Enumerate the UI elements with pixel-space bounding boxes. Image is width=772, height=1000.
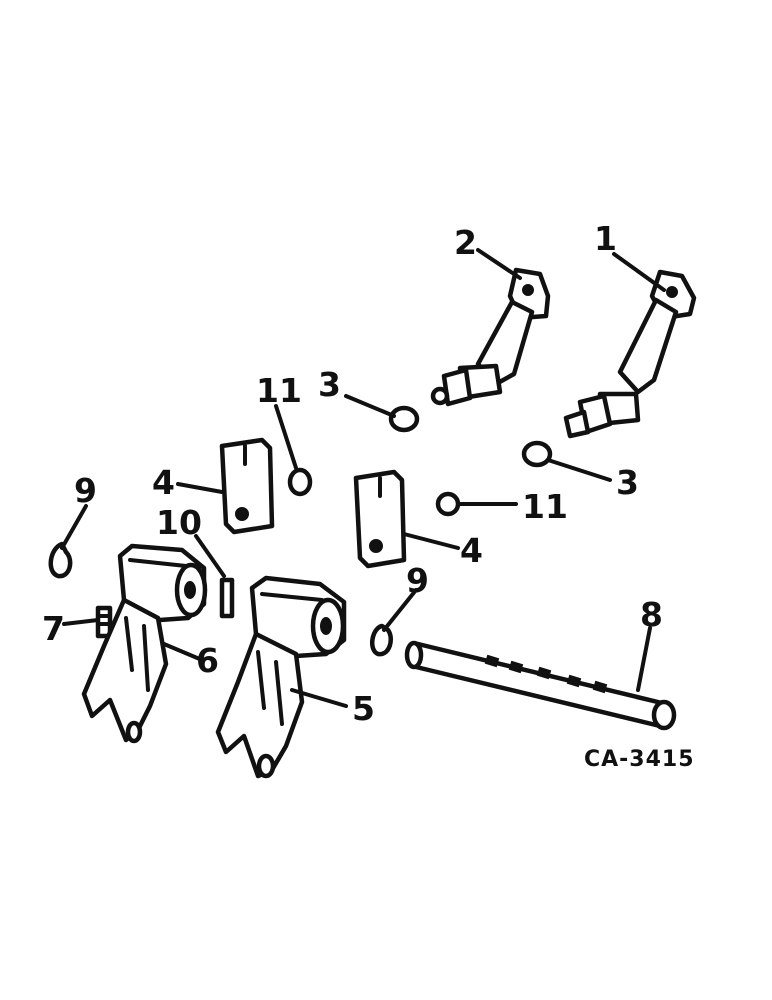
part-2-shift-lever: [430, 267, 551, 407]
figure-code: CA-3415: [584, 747, 695, 772]
callout-8: 8: [640, 595, 663, 634]
callout-11-upper: 11: [256, 371, 302, 410]
part-6-shift-fork: [81, 543, 208, 744]
part-1-shift-lever: [563, 269, 697, 439]
callout-1: 1: [594, 219, 617, 258]
callout-4-right: 4: [460, 531, 483, 570]
part-3-washer-lower: [521, 440, 553, 468]
callout-4-left: 4: [152, 463, 175, 502]
callout-5: 5: [352, 689, 375, 728]
callout-3-upper: 3: [318, 365, 341, 404]
callout-labels: 1 2 3 3 11 11 4 4 9 9 10 7 6 5 8 CA-3415: [42, 219, 695, 772]
callout-3-lower: 3: [616, 463, 639, 502]
callout-7: 7: [42, 609, 65, 648]
part-9-snap-ring-right: [369, 623, 393, 657]
part-3-washer-upper: [388, 405, 420, 433]
part-11-washer-right: [435, 491, 461, 517]
callout-10: 10: [156, 503, 202, 542]
part-9-snap-ring-left: [48, 541, 73, 579]
part-5-shift-fork: [215, 575, 347, 779]
part-4-link-plate-left: [219, 437, 275, 535]
leader-lines: [60, 248, 666, 708]
callout-9-right: 9: [406, 561, 429, 600]
callout-11-lower: 11: [522, 487, 568, 526]
callout-2: 2: [454, 223, 477, 262]
part-8-shift-rail: [404, 640, 677, 731]
part-10-pin: [219, 577, 235, 619]
part-11-washer-left: [287, 467, 313, 497]
callout-9-left: 9: [74, 471, 97, 510]
part-4-link-plate-right: [353, 469, 407, 569]
callout-6: 6: [196, 641, 219, 680]
